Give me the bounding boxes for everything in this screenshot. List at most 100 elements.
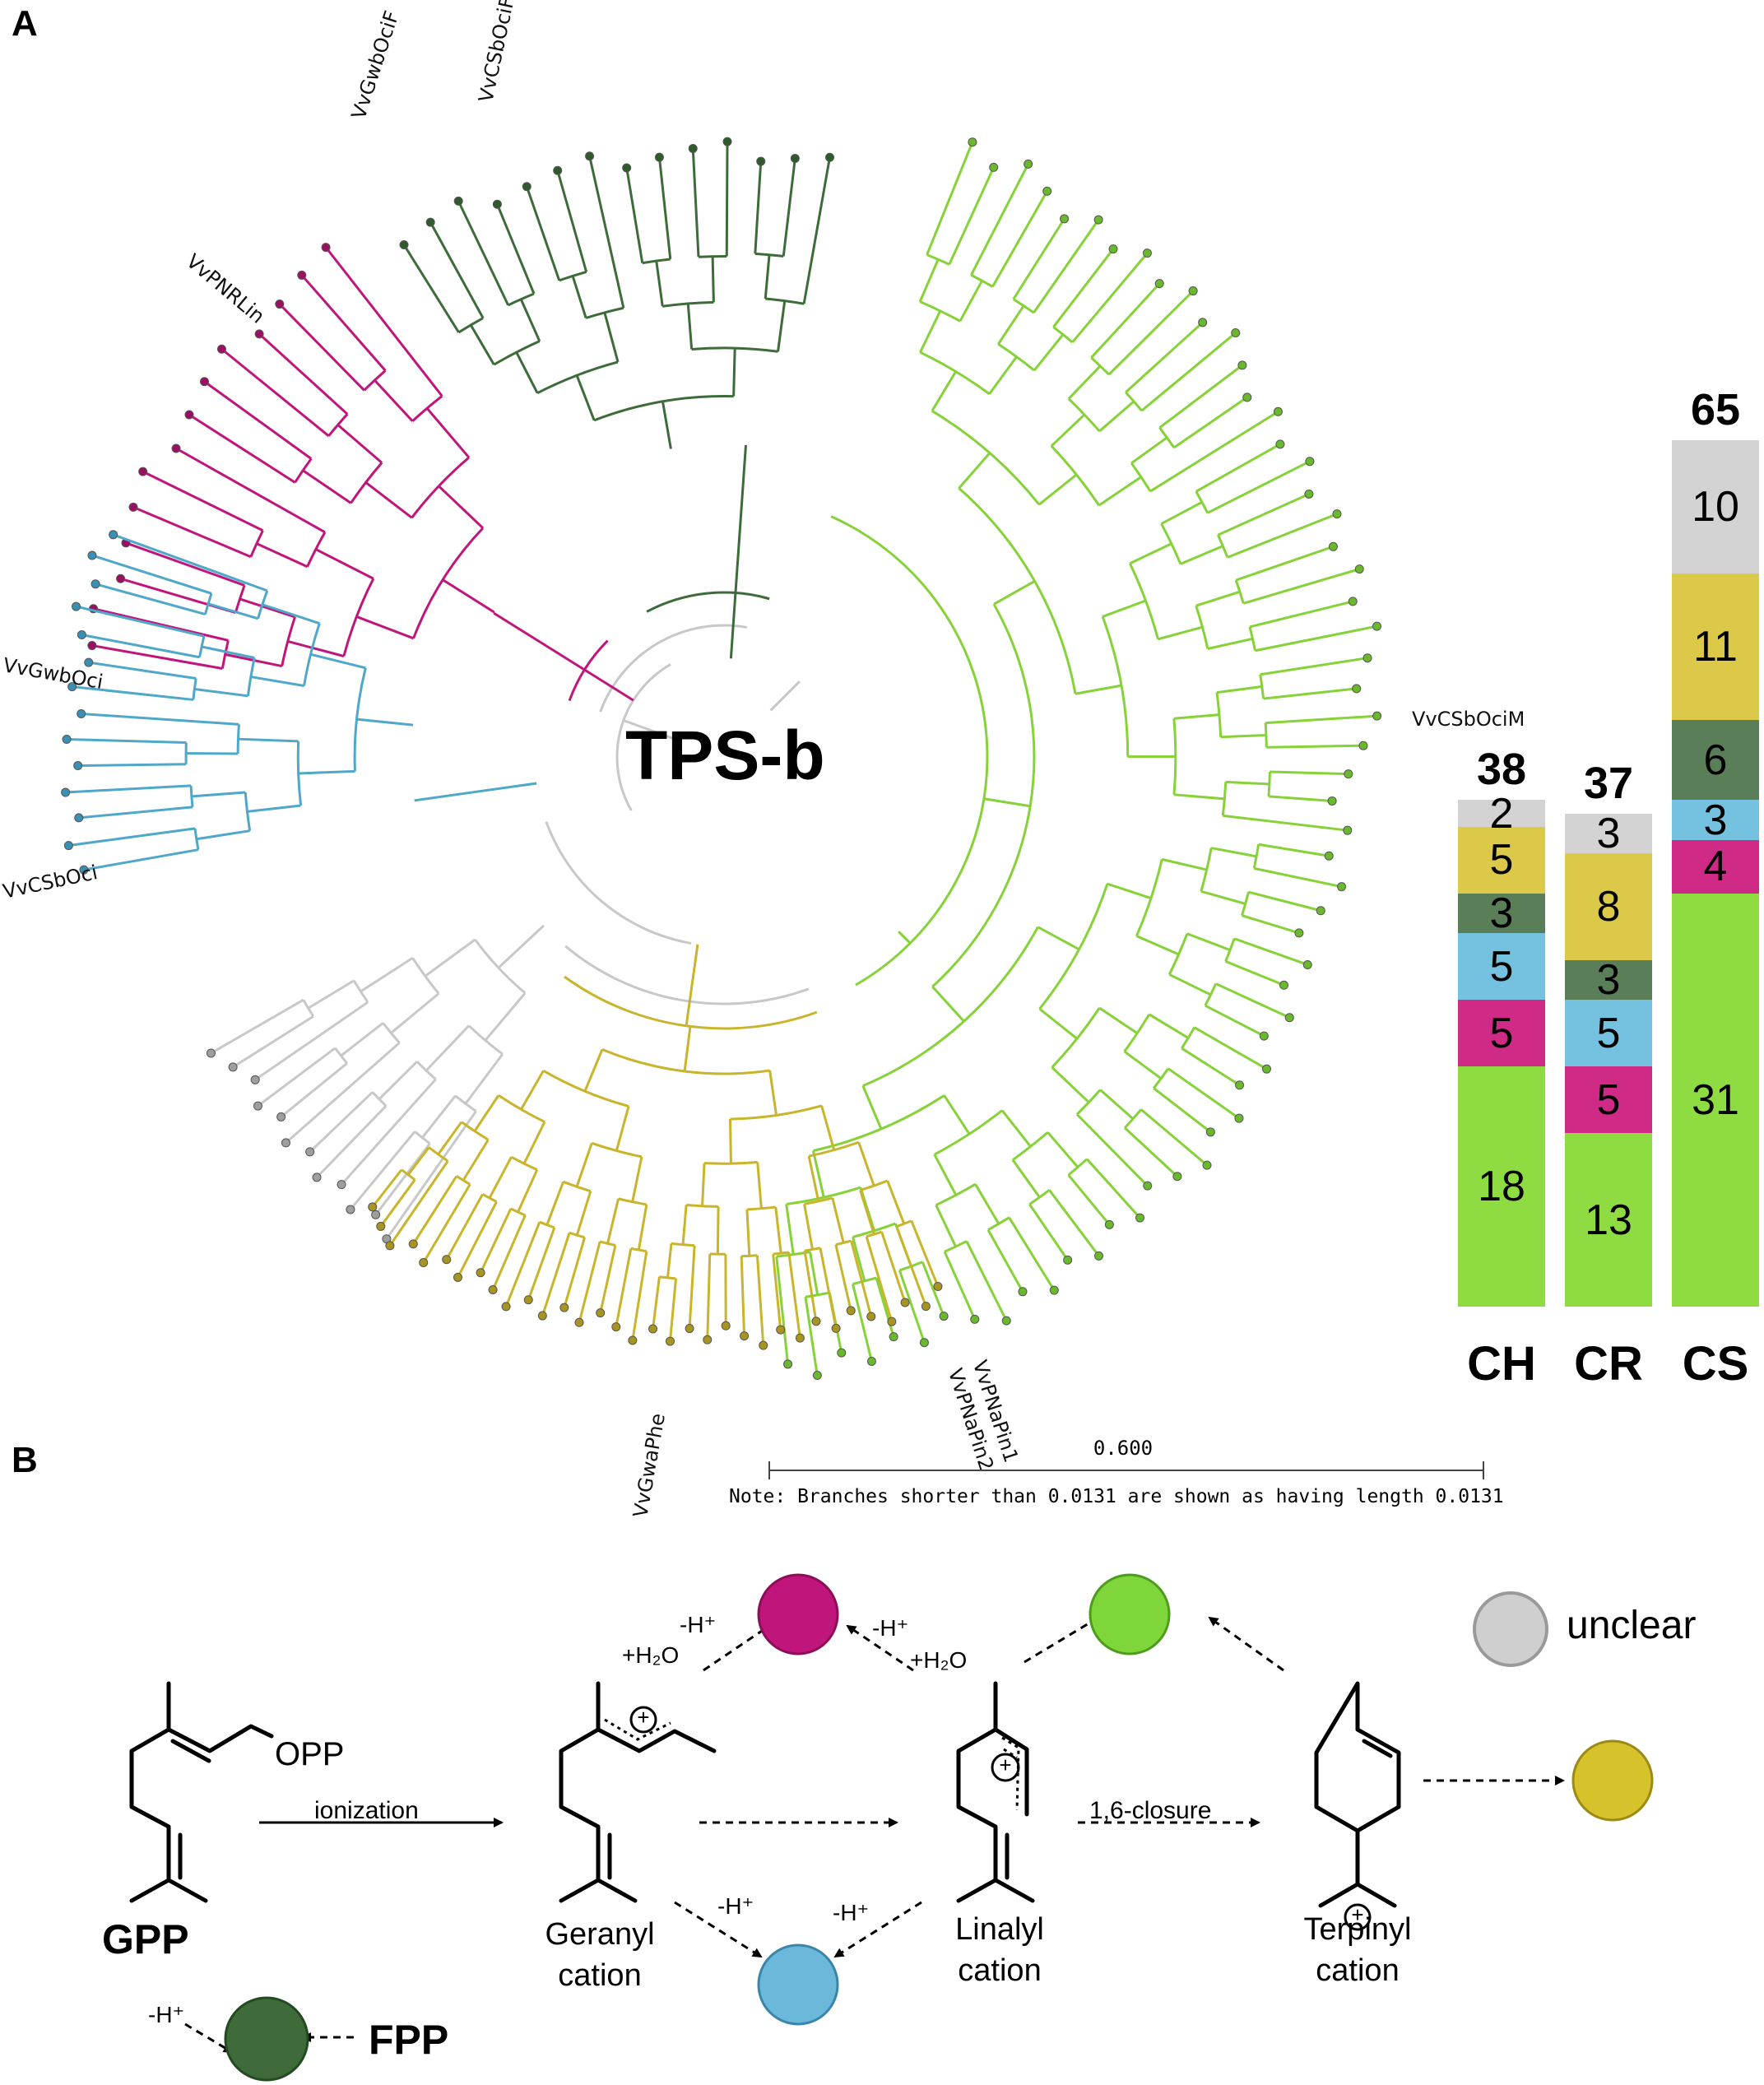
tree-branch [414,782,537,802]
tree-branch [491,1214,527,1291]
tree-leaf [321,243,331,253]
tree-branch [898,931,912,945]
tree-branch [603,312,620,363]
tree-branch [280,1062,348,1118]
tree-leaf [1108,244,1118,254]
tree-branch [1242,568,1360,605]
tree-branch [668,1278,677,1342]
tree-leaf [1018,1287,1028,1297]
tree-leaf [1302,959,1312,969]
tree-leaf [62,735,72,745]
tree-leaf [846,1306,856,1316]
tree-branch [588,156,625,309]
minus-h-5: -H⁺ [148,2002,185,2027]
tree-branch [1258,843,1330,857]
tree-branch [774,1206,782,1254]
geranyl-structure [559,1681,717,1903]
tree-branch [250,676,304,687]
tree-leaf [305,1147,315,1157]
tree-branch [1173,396,1248,449]
tree-branch [775,1256,790,1365]
tree-branch [568,639,609,702]
tree-branch [1195,443,1281,493]
tree-branch [606,1198,620,1244]
tree-branch [1098,476,1142,507]
tree-branch [865,1236,894,1322]
tree-branch [525,186,561,281]
tree-leaf [1352,684,1362,694]
panel-label-a: A [12,3,38,44]
tree-branch [1107,882,1152,900]
geranyl-label-2: cation [558,1958,642,1993]
tree-leaf [1205,1127,1215,1137]
tree-branch [545,1181,565,1226]
tree-branch [859,1190,875,1235]
tree-leaf [722,137,732,146]
tree-branch [194,687,248,698]
tree-leaf [171,443,181,453]
tree-branch [755,1255,765,1346]
tree-branch [390,992,440,1034]
bar-total-cr: 37 [1583,758,1634,808]
tree-leaf [184,410,194,420]
unclear-label: unclear [1567,1604,1697,1647]
tree-branch [302,469,352,504]
tree-leaf [77,630,86,640]
tree-branch [412,527,485,639]
terpinyl-label-2: cation [1316,1953,1400,1988]
bar-segment: 10 [1672,440,1759,573]
tree-leaf [253,1101,262,1111]
tree-branch [974,1183,1000,1225]
tree-branch [207,602,258,620]
bar-segment: 5 [1565,1066,1652,1134]
bar-segment: 3 [1565,956,1652,1004]
tree-branch [1263,687,1357,700]
tree-leaf [989,162,999,172]
tree-branch [527,1227,556,1301]
tree-leaf [939,1312,949,1321]
tree-leaf [501,1302,511,1312]
tree-leaf [275,300,285,309]
minus-h-2: -H⁺ [872,1615,909,1641]
tree-leaf [919,1338,929,1348]
tree-leaf [453,1272,462,1282]
tree-branch [926,253,950,266]
tree-leaf [790,153,800,163]
tree-leaf [61,787,71,797]
terpinyl-label-1: Terpinyl [1303,1912,1412,1947]
tree-leaf [228,1062,238,1072]
tree-branch [340,1022,384,1057]
tree-branch [921,1261,945,1317]
tree-branch [1052,326,1074,344]
tree-branch [495,203,536,295]
tree-branch [1052,248,1115,328]
tree-branch [522,1121,546,1164]
tree-branch [563,1237,586,1308]
tree-branch [350,462,383,504]
tree-branch [575,1191,592,1236]
fpp-label: FPP [369,2017,449,2063]
tree-branch [411,957,440,995]
panel-label-b: B [12,1440,38,1480]
tree-branch [1270,770,1349,776]
tree-branch [374,379,414,422]
tree-leaf [1234,1113,1244,1123]
tree-branch [238,737,299,743]
tree-branch [315,548,374,580]
tree-branch [1071,252,1149,343]
tree-branch [278,303,365,392]
tree-leaf [968,137,977,147]
tree-branch [831,1197,845,1243]
tree-leaf [933,1281,943,1291]
tree-leaf [74,813,84,823]
tree-branch [1260,657,1368,676]
tree-leaf [1284,1013,1294,1023]
tree-branch [1129,542,1172,565]
tree-branch [615,663,671,811]
tree-branch [1216,685,1263,694]
tree-branch [918,258,940,303]
tree-branch [429,221,485,319]
tree-branch [411,1175,458,1245]
linalyl-plus: + [999,1753,1012,1777]
tree-leaf [522,182,532,192]
